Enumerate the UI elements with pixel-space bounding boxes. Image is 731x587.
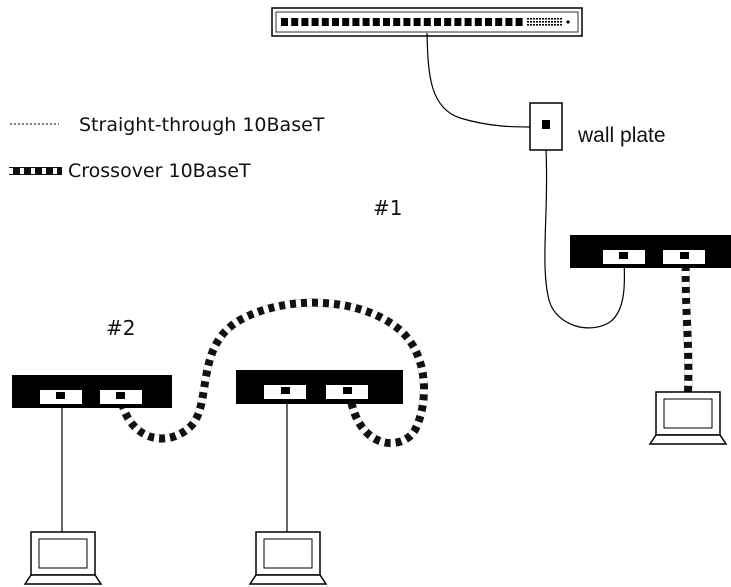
switch-led [560, 18, 562, 20]
switch-port [413, 18, 421, 26]
switch-port [362, 18, 370, 26]
switch-led [545, 18, 547, 20]
switch-led [533, 24, 535, 26]
wall-plate-label: wall plate [577, 124, 666, 147]
hub-icon [236, 370, 403, 404]
switch-led [560, 21, 562, 23]
switch-led [548, 24, 550, 26]
switch-port [505, 18, 513, 26]
switch-port [352, 18, 360, 26]
wall-jack-icon [529, 102, 563, 151]
switch-led [560, 24, 562, 26]
switch-port [423, 18, 431, 26]
computer-monitor-icon [248, 531, 328, 585]
switch-led [551, 21, 553, 23]
switch-led [551, 18, 553, 20]
switch-port [485, 18, 492, 26]
legend: Straight-through 10BaseT Crossover 10Bas… [9, 114, 325, 182]
switch-led [536, 24, 538, 26]
switch-led [557, 21, 559, 23]
cable-switch-to-wallplate [426, 32, 531, 128]
switch-port [332, 18, 339, 26]
switch-port [383, 18, 390, 26]
computer-monitor-icon [23, 531, 103, 585]
switch-led [536, 18, 538, 20]
switch-port [311, 18, 319, 26]
legend-straight-label: Straight-through 10BaseT [79, 114, 325, 136]
switch-led [551, 24, 553, 26]
switch-led [533, 21, 535, 23]
switch-led [527, 18, 529, 20]
switch-led [539, 24, 541, 26]
switch-led [527, 21, 529, 23]
switch-led [536, 21, 538, 23]
switch-port [464, 18, 472, 26]
cable-wallplate-to-hub1 [544, 149, 626, 329]
switch-port [444, 18, 452, 26]
switch-led [557, 24, 559, 26]
switch-led [539, 21, 541, 23]
switch-port [372, 18, 380, 26]
switch-port [454, 18, 462, 26]
switch-port [495, 18, 503, 26]
switch-led [548, 18, 550, 20]
switch-port [403, 18, 411, 26]
switch-led [542, 24, 544, 26]
switch-port [321, 18, 329, 26]
crossover-cables [117, 259, 693, 447]
switch-led [530, 18, 532, 20]
switch-led [557, 18, 559, 20]
switch-led [545, 21, 547, 23]
straight-through-cables [61, 32, 626, 532]
switch-port [342, 18, 350, 26]
hub-icon [12, 375, 172, 408]
switch-port [281, 18, 288, 26]
switch-led [554, 18, 556, 20]
computer-monitor-icon [648, 391, 728, 445]
switch-led [530, 21, 532, 23]
switch-port [434, 18, 441, 26]
switch-led [554, 21, 556, 23]
rack-switch-icon [271, 7, 583, 37]
switch-port [301, 18, 309, 26]
hub-icon [570, 235, 731, 268]
switch-led [527, 24, 529, 26]
switch-port [474, 18, 482, 26]
switch-led [548, 21, 550, 23]
legend-crossover-label: Crossover 10BaseT [68, 160, 251, 182]
switch-led [533, 18, 535, 20]
switch-led [542, 21, 544, 23]
switch-led [530, 24, 532, 26]
switch-led [545, 24, 547, 26]
switch-port [515, 18, 523, 26]
setup-2-label: #2 [106, 316, 135, 340]
switch-port [393, 18, 401, 26]
switch-led [539, 18, 541, 20]
switch-port [291, 18, 299, 26]
setup-1-label: #1 [373, 196, 402, 220]
switch-led [542, 18, 544, 20]
switch-led [554, 24, 556, 26]
